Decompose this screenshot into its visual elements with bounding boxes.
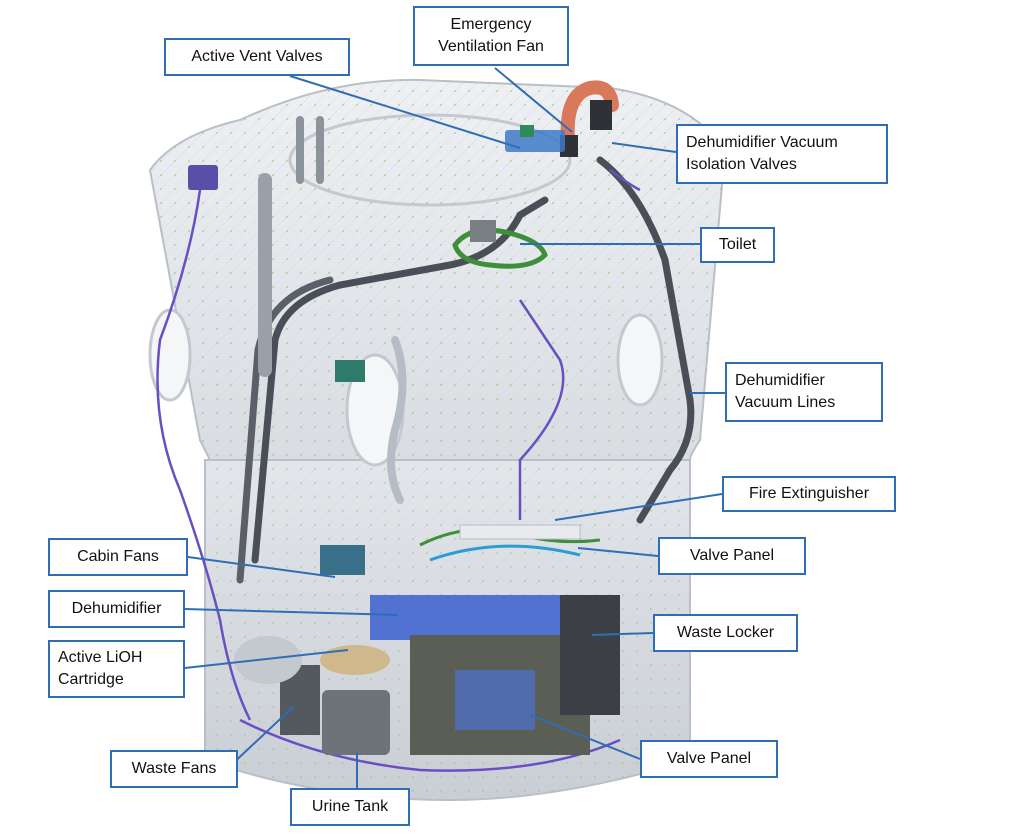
leader-active-vent [289,75,521,149]
label-urine-tank: Urine Tank [290,788,410,826]
leader-emergency-fan [494,67,573,133]
label-active-lioh-cartridge: Active LiOH Cartridge [48,640,185,698]
leader-lioh [184,649,349,669]
label-valve-panel-top: Valve Panel [658,537,806,575]
leader-waste-fans [227,706,294,769]
leader-valve-panel-top [577,547,659,557]
emergency-fan-duct [560,80,619,157]
label-toilet: Toilet [700,227,775,263]
purple-wiring [156,168,641,772]
label-active-vent-valves: Active Vent Valves [164,38,350,76]
label-dehumidifier: Dehumidifier [48,590,185,628]
leader-valve-panel-bottom [529,714,641,760]
leader-waste-locker [591,632,654,636]
label-waste-fans: Waste Fans [110,750,238,788]
vacuum-lines [236,116,695,584]
leader-fire-ext [554,493,723,521]
label-waste-locker: Waste Locker [653,614,798,652]
leader-dehumidifier [184,608,399,616]
label-fire-extinguisher: Fire Extinguisher [722,476,896,512]
label-emergency-ventilation-fan: Emergency Ventilation Fan [413,6,569,66]
leader-dehum-isolation [611,142,677,153]
label-valve-panel-bottom: Valve Panel [640,740,778,778]
lower-equipment [234,524,620,755]
label-dehumidifier-vacuum-isolation-valves: Dehumidifier Vacuum Isolation Valves [676,124,888,184]
label-dehumidifier-vacuum-lines: Dehumidifier Vacuum Lines [725,362,883,422]
label-cabin-fans: Cabin Fans [48,538,188,576]
top-components [188,125,565,382]
leader-lines [184,67,725,788]
leader-cabin-fans [187,556,336,578]
